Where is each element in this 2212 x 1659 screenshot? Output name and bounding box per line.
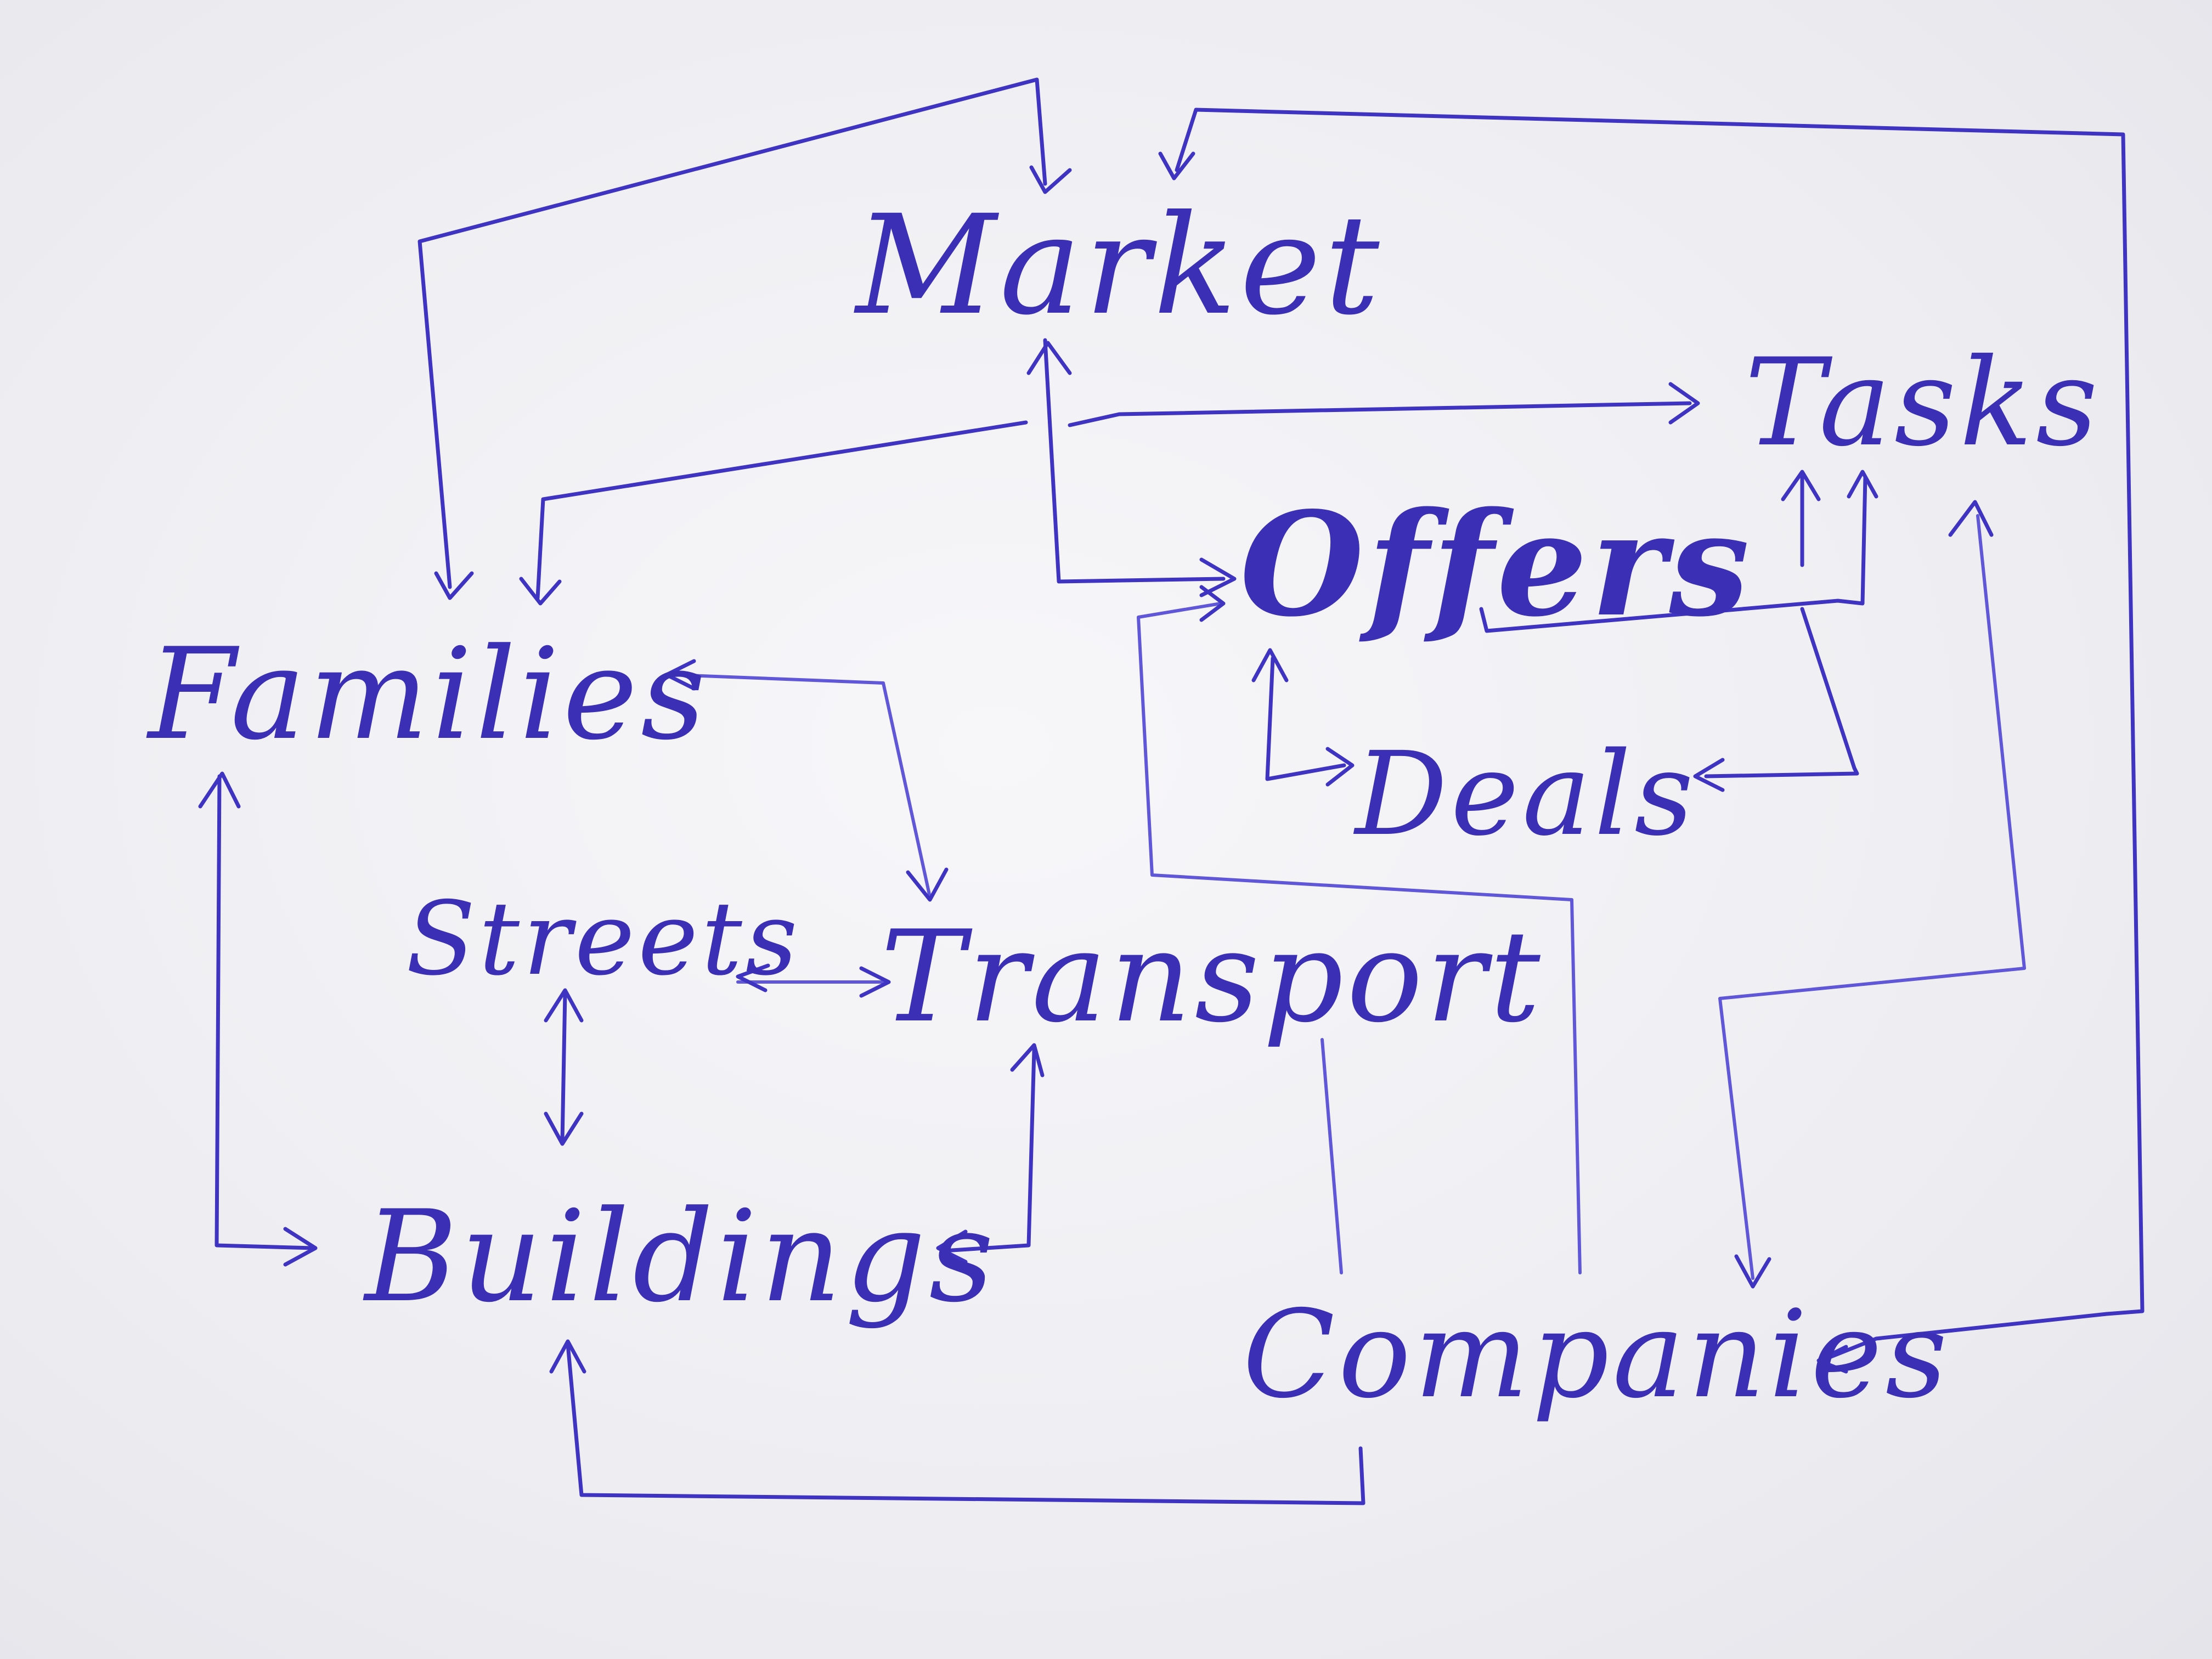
link-market-offers [1043, 338, 1226, 584]
link-offers-tasks [1479, 475, 1867, 633]
link-tasks-deals [1704, 607, 1859, 778]
link-transport-companies [1321, 1038, 1343, 1274]
arrowhead-tasks-in [1668, 382, 1700, 425]
link-right-loop-companies [1819, 1312, 2109, 1363]
link-companies-market [1175, 108, 2145, 1316]
link-market-families [535, 420, 1028, 600]
node-transport: Transport [881, 904, 1544, 1051]
node-streets: Streets [406, 879, 801, 998]
node-families: Families [146, 622, 709, 768]
link-buildings-companies [566, 1342, 1365, 1505]
node-companies: Companies [1243, 1284, 1951, 1425]
link-families-market [417, 77, 1047, 589]
link-offers-deals [1265, 656, 1346, 781]
arrowhead-companies-right [1816, 1345, 1848, 1374]
link-market-tasks [1068, 401, 1692, 427]
arrowhead-streets-down [544, 988, 584, 1023]
node-buildings: Buildings [363, 1184, 997, 1330]
arrowhead-transport-left-in [859, 966, 891, 998]
arrowhead-buildings-right-in [936, 1229, 968, 1264]
node-tasks: Tasks [1745, 332, 2101, 473]
link-streets-buildings [560, 991, 567, 1143]
arrowhead-offers-up [1251, 648, 1289, 682]
arrowhead-deals-left [1325, 747, 1355, 787]
link-transport-buildings [941, 1048, 1036, 1253]
node-deals: Deals [1353, 727, 1697, 861]
arrowhead-transport-down [906, 867, 949, 902]
arrowhead-families-left [434, 571, 474, 600]
arrowhead-tasks-up [1948, 500, 1994, 537]
link-tasks-companies [1718, 514, 2026, 1280]
link-families-buildings [215, 774, 315, 1250]
arrowhead-tasks-up-left [1781, 470, 1821, 501]
arrowhead-families-right [519, 577, 562, 606]
node-offers: Offers [1240, 481, 1753, 648]
arrowhead-deals-right [1693, 758, 1725, 792]
node-market: Market [854, 185, 1383, 345]
arrowhead-companies-down [1734, 1254, 1771, 1289]
arrowhead-transport-up [1010, 1043, 1045, 1077]
link-companies-offers [1137, 602, 1582, 1274]
arrowhead-buildings-left-in [283, 1227, 318, 1267]
arrowhead-families-in [664, 659, 696, 691]
arrowhead-buildings-up [544, 1111, 584, 1146]
arrowhead-market-up [1026, 341, 1072, 375]
arrowhead-market-left [1029, 165, 1072, 194]
link-families-transport [673, 673, 932, 899]
arrowhead-streets-in [736, 963, 770, 992]
arrowhead-buildings-bottom [549, 1339, 586, 1374]
arrowhead-offers-in [1199, 557, 1237, 597]
arrowhead-families-up [198, 771, 241, 809]
arrowhead-market-right [1158, 151, 1195, 180]
arrowhead-offers-left-low [1199, 585, 1226, 622]
arrowhead-tasks-up-right [1847, 470, 1878, 499]
